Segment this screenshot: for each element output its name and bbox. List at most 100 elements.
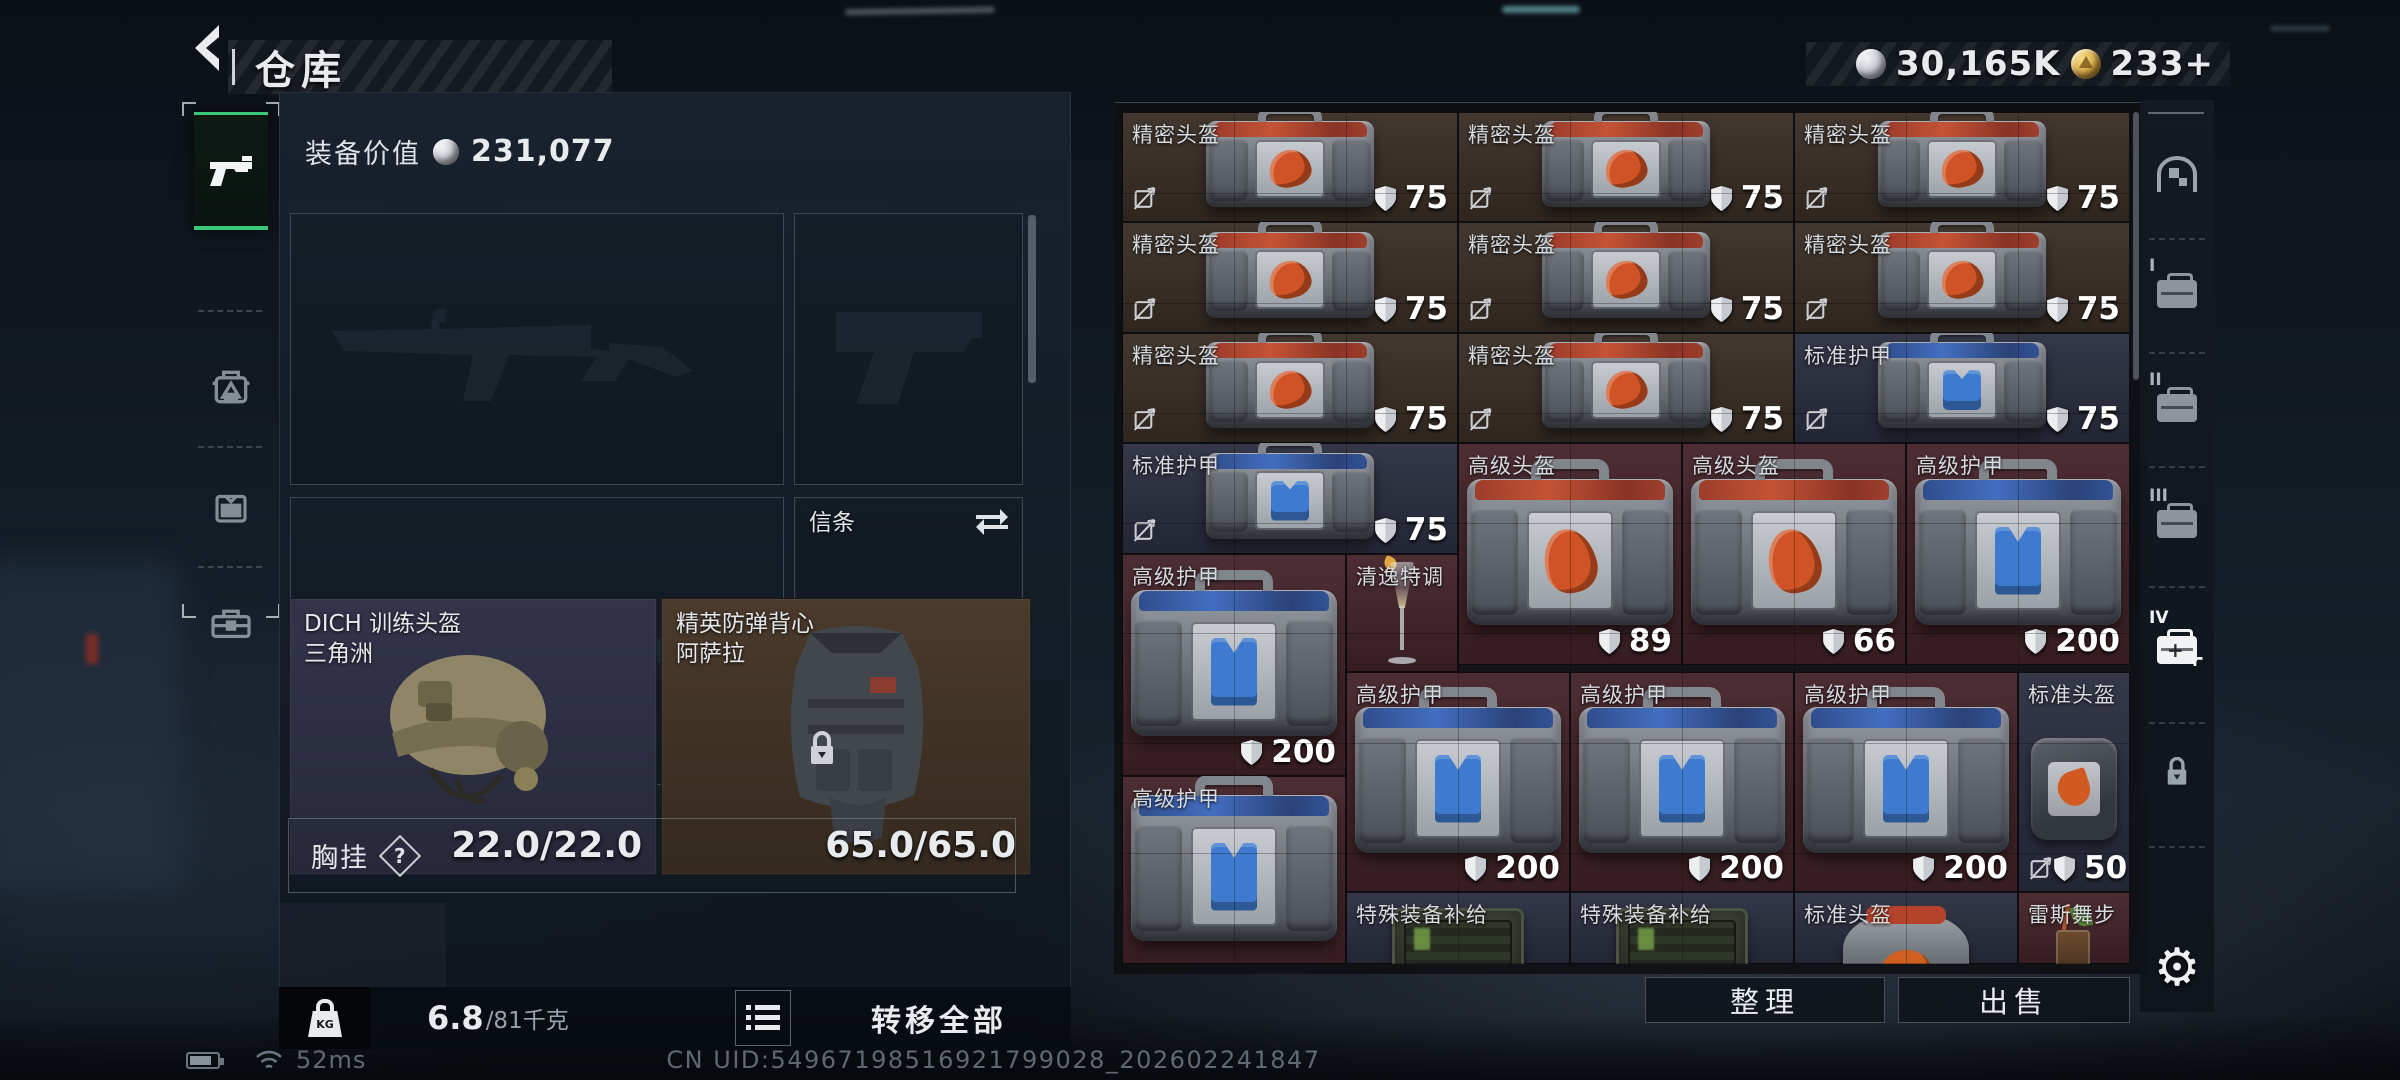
weight-kg-icon: KG [308,999,342,1037]
tab-containers[interactable] [194,472,268,542]
sort-button[interactable]: 整理 [1645,977,1885,1023]
question-badge[interactable]: ? [378,834,422,877]
item-armor-value: 89 [1628,623,1672,659]
armor-shield-icon [2046,185,2068,211]
armor-shield-icon [1374,517,1396,543]
left-panel-scrollbar[interactable] [1028,215,1036,383]
chest-rig-label: 胸挂 [311,843,369,874]
vest-name-line1: 精英防弹背心 [676,611,814,637]
melee-name: 信条 [809,510,855,536]
item-armor-value: 75 [1740,180,1784,216]
item-label: 精密头盔 [1468,233,1556,257]
back-arrow-icon [195,25,219,71]
settings-button[interactable] [2140,938,2214,998]
grid-item[interactable]: 特殊装备补给 [1570,892,1794,964]
item-image [1346,672,1570,892]
pistol-silhouette [835,312,982,404]
item-footer: 75 [1132,291,1448,327]
sidebar-preset-1-tab[interactable]: I [2140,256,2214,320]
toolbox-icon [211,609,251,639]
sidebar-separator [2149,586,2205,588]
insurance-off-icon [1133,407,1156,431]
insurance-off-icon [1805,186,1828,210]
helmet-name-line2: 三角洲 [304,641,373,667]
item-footer: 66 [1692,623,1896,659]
item-footer: 75 [1468,180,1784,216]
silver-coin-icon [433,138,459,165]
grid-item[interactable]: 高级护甲 200 [1122,554,1346,776]
item-label: 高级头盔 [1468,454,1556,478]
bag-plus-icon: ++ [2157,629,2205,672]
sidebar-preset-2-tab[interactable]: II [2140,370,2214,434]
item-footer: 75 [1132,401,1448,437]
sidebar-preset-3-tab[interactable]: III [2140,486,2214,550]
primary-weapon-slot-1[interactable] [290,213,784,485]
sidebar-locked-tab[interactable] [2140,752,2214,792]
item-label: 高级护甲 [1356,683,1444,707]
equipped-helmet-card[interactable]: DICH 训练头盔 三角洲 22.0/22.0 [289,598,657,875]
item-armor-value: 200 [1719,850,1784,886]
armor-shield-icon [1374,406,1396,432]
armor-shield-icon [2046,406,2068,432]
swap-icon[interactable] [974,508,1010,542]
sidebar-warehouse-tab[interactable] [2140,144,2214,204]
lock-icon [2167,756,2187,785]
item-image [2018,672,2130,892]
armor-shield-icon [2046,296,2068,322]
item-label: 高级护甲 [1916,454,2004,478]
item-footer: 200 [1132,734,1336,770]
tab-separator [198,446,262,448]
title-divider [232,49,235,85]
grid-item[interactable]: 清逸特调 [1346,554,1458,672]
list-view-button[interactable] [735,990,791,1046]
item-label: 高级护甲 [1132,565,1220,589]
category-tabstrip [182,100,280,639]
item-image [1346,554,1458,672]
secondary-weapon-slot[interactable] [794,213,1023,485]
tab-toolbox[interactable] [194,592,268,652]
sell-button[interactable]: 出售 [1898,977,2130,1023]
item-image [1122,333,1458,443]
status-bar: 52ms CN UID:54967198516921799028_2026022… [0,1040,2400,1080]
currency-bar[interactable]: 30,165K 233+ [1806,42,2230,86]
grid-item[interactable]: 高级头盔 89 [1458,443,1682,665]
tab-firearms[interactable] [194,112,268,230]
back-button[interactable] [185,24,231,72]
transfer-all-button[interactable]: 转移全部 [871,1004,1007,1039]
item-label: 高级护甲 [1804,683,1892,707]
item-image [1458,112,1794,222]
item-label: 精密头盔 [1804,233,1892,257]
insurance-off-icon [1805,297,1828,321]
ceiling-light-streak [2270,26,2330,31]
grid-item[interactable]: 高级护甲 200 [1346,672,1570,892]
grid-item[interactable]: 标准头盔 [1794,892,2018,964]
tab-gear[interactable] [194,352,268,422]
item-image [1794,112,2130,222]
grid-item[interactable]: 高级护甲 [1122,776,1346,964]
ceiling-light-streak [844,6,996,16]
question-mark: ? [394,843,406,868]
grid-item[interactable]: 雷斯舞步 [2018,892,2130,964]
tab-separator [198,566,262,568]
item-label: 特殊装备补给 [1580,903,1712,927]
sidebar-preset-4-add-tab[interactable]: IV ++ [2140,608,2214,680]
chest-rig-section[interactable]: 胸挂 ? [288,818,1016,893]
item-footer: 200 [1356,850,1560,886]
inventory-scrollbar[interactable] [2133,112,2139,380]
grid-item[interactable]: 特殊装备补给 [1346,892,1570,964]
